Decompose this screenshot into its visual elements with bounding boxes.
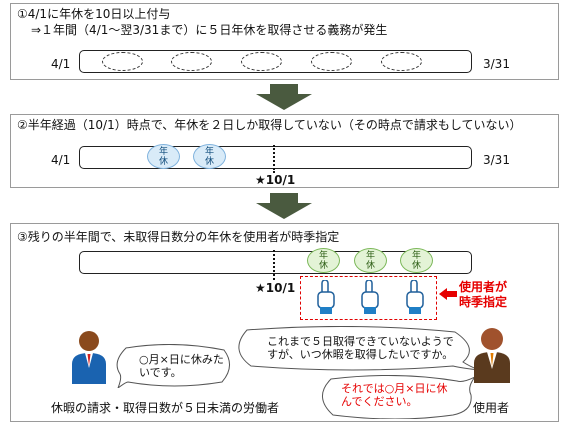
panel-annual-grant: ①4/1に年休を10日以上付与 ⇒１年間（4/1～翌3/31まで）に５日年休を取… xyxy=(10,3,559,80)
panel2-midpoint-marker: ★10/1 xyxy=(255,173,296,187)
panel2-end-date: 3/31 xyxy=(483,153,510,167)
midpoint-line xyxy=(273,145,275,173)
employer-reply-bubble xyxy=(322,375,475,419)
leave-taken-1: 年休 xyxy=(147,144,180,169)
panel1-end-date: 3/31 xyxy=(483,57,510,71)
panel1-start-date: 4/1 xyxy=(51,57,71,71)
panel2-start-date: 4/1 xyxy=(51,153,71,167)
leave-slot-5 xyxy=(381,52,422,71)
employer-reply-text: それでは○月×日に休 んでください。 xyxy=(341,382,448,408)
employer-speech-text-1: これまで５日取得できていないようで すが、いつ休暇を取得したいですか。 xyxy=(267,335,454,361)
pointing-hand-icon xyxy=(361,280,379,314)
leave-slot-1 xyxy=(102,52,143,71)
panel2-title: ②半年経過（10/1）時点で、年休を２日しか取得していない（その時点で請求もして… xyxy=(17,118,522,132)
leave-label: 年休 xyxy=(158,147,168,167)
timeline-bar-half xyxy=(79,146,472,169)
leave-taken-2: 年休 xyxy=(193,144,226,169)
down-arrow-icon xyxy=(256,193,312,219)
pointing-hand-icon xyxy=(317,280,335,314)
leave-designated-3: 年休 xyxy=(400,248,433,273)
arrow-left-icon xyxy=(439,288,457,300)
leave-designated-1: 年休 xyxy=(307,248,340,273)
panel1-line1: ①4/1に年休を10日以上付与 xyxy=(17,7,171,21)
leave-label: 年休 xyxy=(411,251,421,271)
employer-person-icon xyxy=(474,328,510,383)
panel3-midpoint-marker: ★10/1 xyxy=(255,281,296,295)
employer-label: 使用者 xyxy=(473,401,510,415)
panel-half-year: ②半年経過（10/1）時点で、年休を２日しか取得していない（その時点で請求もして… xyxy=(10,114,559,188)
designation-label: 使用者が 時季指定 xyxy=(459,280,508,309)
worker-speech-bubble xyxy=(116,344,230,388)
leave-label: 年休 xyxy=(318,251,328,271)
leave-slot-4 xyxy=(311,52,352,71)
leave-designated-2: 年休 xyxy=(354,248,387,273)
worker-person-icon xyxy=(72,331,106,384)
leave-label: 年休 xyxy=(365,251,375,271)
designation-box xyxy=(300,276,437,320)
employer-speech-bubble xyxy=(238,326,479,371)
midpoint-line xyxy=(273,250,275,280)
worker-label: 休暇の請求・取得日数が５日未満の労働者 xyxy=(51,401,280,415)
leave-slot-3 xyxy=(241,52,282,71)
leave-label: 年休 xyxy=(204,147,214,167)
panel-designation: ③残りの半年間で、未取得日数分の年休を使用者が時季指定 年休 年休 年休 ★10… xyxy=(10,223,559,422)
pointing-hand-icon xyxy=(406,280,424,314)
leave-slot-2 xyxy=(171,52,212,71)
panel3-title: ③残りの半年間で、未取得日数分の年休を使用者が時季指定 xyxy=(17,230,340,244)
worker-speech-text: ○月×日に休みた いです。 xyxy=(139,353,224,379)
panel1-line2: ⇒１年間（4/1～翌3/31まで）に５日年休を取得させる義務が発生 xyxy=(31,23,388,37)
down-arrow-icon xyxy=(256,84,312,110)
